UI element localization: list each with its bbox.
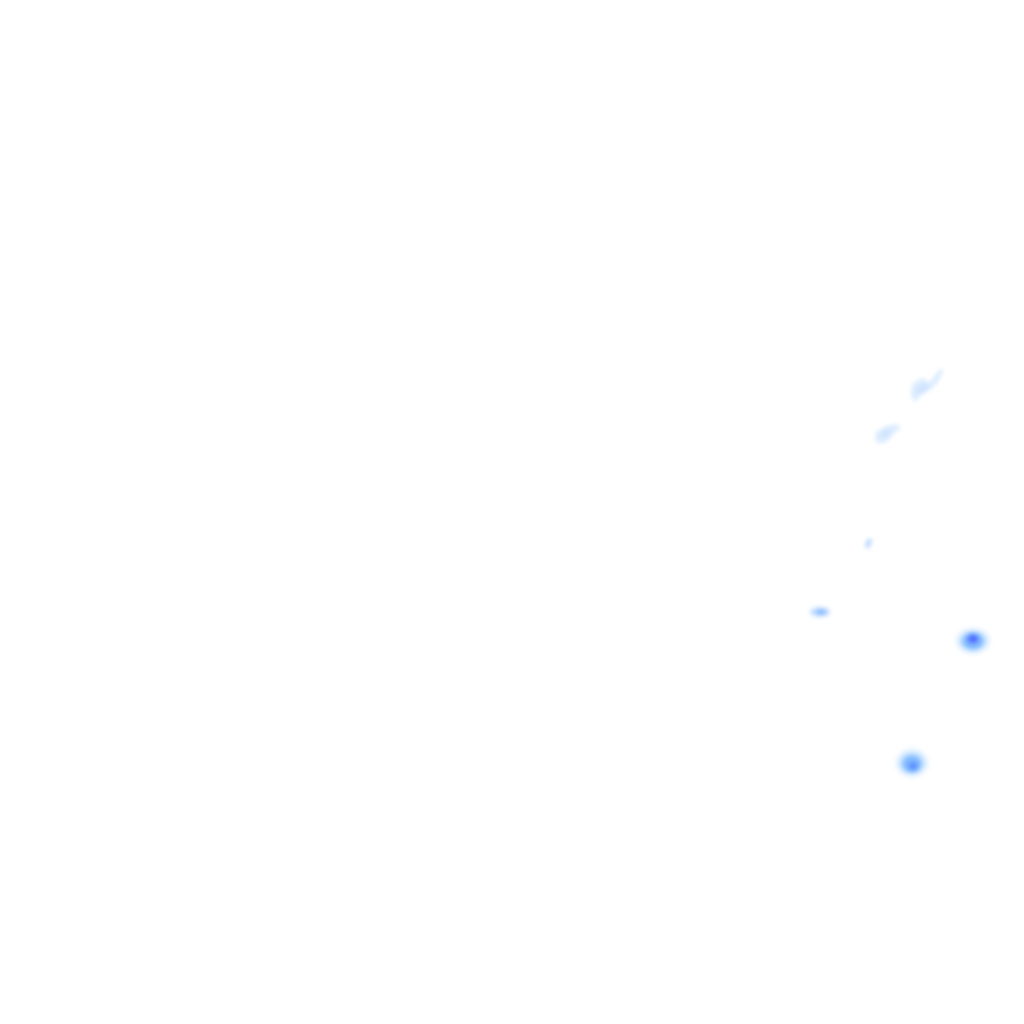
- precip-cell-south: [898, 751, 926, 775]
- precip-fleck-small: [864, 538, 873, 549]
- precip-cell-east: [958, 630, 988, 652]
- precip-fleck-west: [810, 607, 830, 617]
- precip-streak-upper: [911, 368, 943, 402]
- precip-streak-middle: [875, 424, 901, 444]
